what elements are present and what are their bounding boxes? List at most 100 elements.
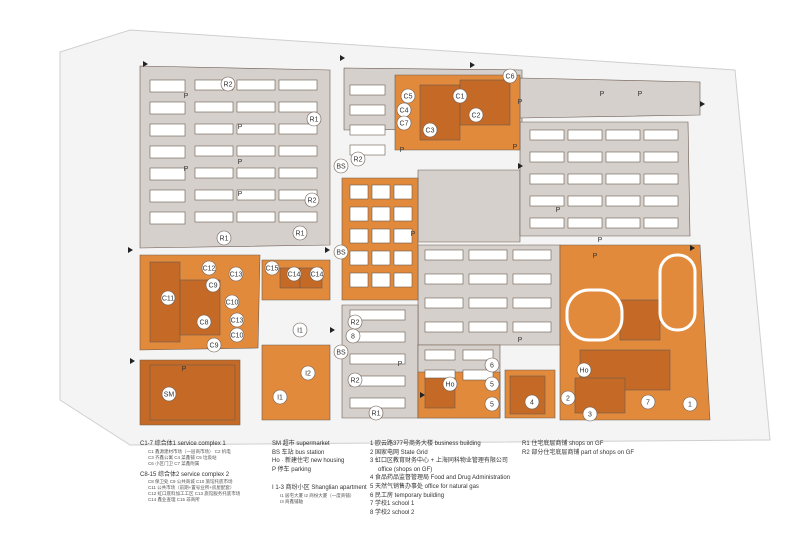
building-footprint: [424, 321, 464, 333]
running-track: [565, 253, 697, 342]
building-footprint: [468, 297, 508, 309]
building-footprint: [567, 151, 603, 163]
label-C14: C14: [311, 272, 324, 279]
label-C15: C15: [266, 266, 279, 273]
entrance-arrow: [340, 55, 345, 61]
label-marker: [286, 266, 302, 282]
building-footprint: [605, 173, 641, 185]
building-footprint: [529, 217, 565, 229]
building-footprint: [643, 129, 679, 141]
commercial-building: [574, 377, 626, 414]
label-marker: [300, 365, 316, 381]
building-footprint: [393, 184, 413, 200]
building-footprint: [349, 184, 369, 200]
label-C11: C11: [162, 296, 174, 303]
legend-c815-sub: C8 保卫处 C9 公共商城 C10 旅馆托底市场: [148, 479, 233, 485]
legend-3: 3 虹口区教育财务中心 + 上海同科物业管理有限公司: [370, 458, 508, 465]
label-R2: R2: [308, 198, 317, 205]
label-marker: [345, 328, 361, 344]
building-footprint: [643, 217, 679, 229]
label-marker: [484, 396, 500, 412]
building-footprint: [349, 228, 369, 244]
label-R1: R1: [220, 236, 229, 243]
label-I1: I1: [277, 395, 283, 402]
building-footprint: [512, 273, 552, 285]
legend-6: 6 民工房 temporary building: [370, 492, 445, 499]
label-marker: [304, 192, 320, 208]
label-marker: [161, 386, 177, 402]
legend-column-3: 1 欧云路377号商务大楼 business building 2 国家电网 S…: [370, 440, 510, 517]
label-marker: [216, 230, 232, 246]
entrance-arrow: [325, 247, 330, 253]
label-marker: [640, 394, 656, 410]
label-marker: [560, 390, 576, 406]
building-footprint: [149, 101, 186, 115]
label-marker: [442, 376, 458, 392]
building-footprint: [529, 195, 565, 207]
building-footprint: [236, 167, 276, 179]
label-marker: [229, 327, 245, 343]
label-P: P: [182, 366, 187, 373]
building-footprint: [393, 272, 413, 288]
label-marker: [400, 88, 416, 104]
building-footprint: [149, 189, 186, 203]
label-marker: [347, 372, 363, 388]
legend-3b: office (shops on GF): [378, 466, 433, 473]
label-P: P: [518, 99, 523, 106]
entrance-arrow: [128, 247, 133, 253]
legend-c815-sub: C14 鑫业查理 C15 非商所: [148, 497, 200, 503]
building-footprint: [371, 206, 391, 222]
building-footprint: [149, 123, 186, 137]
label-P: P: [400, 147, 405, 154]
label-C9: C9: [210, 343, 219, 350]
label-n6: 6: [490, 363, 494, 370]
commercial-building: [509, 375, 546, 415]
building-footprint: [236, 123, 276, 135]
building-footprint: [529, 151, 565, 163]
label-marker: [484, 376, 500, 392]
building-footprint: [349, 124, 386, 136]
entrance-arrow: [700, 101, 705, 107]
label-R2: R2: [351, 320, 360, 327]
label-R2: R2: [351, 378, 360, 385]
label-marker: [224, 294, 240, 310]
building-footprint: [393, 250, 413, 266]
label-marker: [160, 290, 176, 306]
building-footprint: [468, 273, 508, 285]
label-R1: R1: [296, 231, 305, 238]
legend-c17-sub: C3 齐鑫公寓 C4 菜鑫铺 C5 垃圾站: [148, 454, 217, 460]
building-footprint: [149, 79, 186, 93]
legend-c17: C1-7 综合体1 service complex 1: [140, 441, 226, 447]
label-marker: [333, 158, 349, 174]
building-footprint: [371, 184, 391, 200]
label-P: P: [411, 231, 416, 238]
label-marker: [452, 88, 468, 104]
label-P: P: [184, 93, 189, 100]
commercial-building: [459, 79, 511, 126]
legend-i13-sub: I1 居宅大厦 I2 商纷大厦（一度商铺）: [280, 492, 355, 498]
building-footprint: [349, 206, 369, 222]
label-P: P: [556, 207, 561, 214]
label-marker: [206, 337, 222, 353]
label-BS: BS: [336, 164, 346, 171]
entrance-arrow: [143, 61, 148, 67]
label-P: P: [638, 91, 643, 98]
building-footprint: [643, 195, 679, 207]
legend-5: 5 天然气销售办事处 office for natural gas: [370, 483, 479, 490]
label-n2: 2: [566, 396, 570, 403]
building-footprint: [236, 211, 276, 223]
entrance-arrow: [420, 392, 425, 398]
building-footprint: [194, 101, 234, 113]
building-footprint: [605, 151, 641, 163]
building-footprint: [236, 79, 276, 91]
building-footprint: [278, 145, 318, 157]
label-marker: [264, 260, 280, 276]
label-marker: [196, 314, 212, 330]
label-marker: [468, 107, 484, 123]
legend-column-2: SM 超市 supermarket BS 车站 bus station Ho ·…: [272, 440, 367, 505]
label-P: P: [593, 253, 598, 260]
label-P: P: [513, 144, 518, 151]
label-R2: R2: [354, 157, 363, 164]
building-footprint: [194, 211, 234, 223]
legend-sm: SM 超市 supermarket: [272, 441, 330, 447]
